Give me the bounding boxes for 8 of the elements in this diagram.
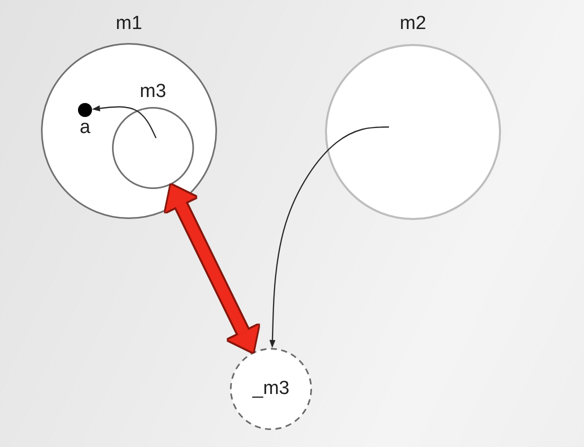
point-label: a — [80, 117, 90, 139]
node-label: _m3 — [252, 378, 290, 400]
node-label: m2 — [400, 13, 426, 35]
node-label: m3 — [140, 81, 166, 103]
arrow — [92, 105, 157, 138]
double-arrow — [165, 184, 259, 352]
arrow — [269, 126, 390, 348]
node-label: m1 — [116, 13, 142, 35]
